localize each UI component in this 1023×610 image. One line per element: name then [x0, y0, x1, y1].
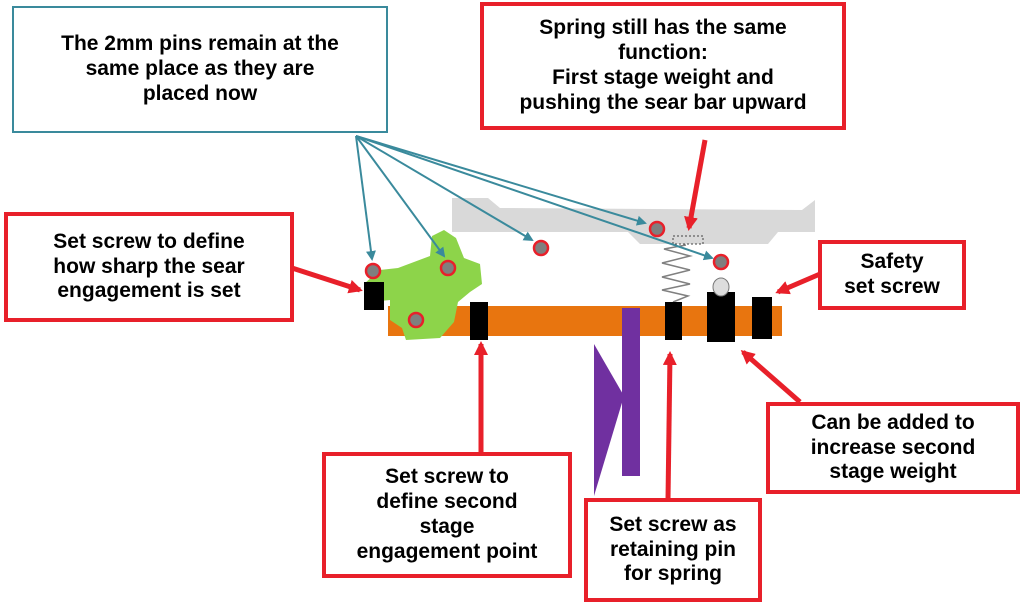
- pins-note-box: The 2mm pins remain at the same place as…: [12, 6, 388, 133]
- weight-screw: [707, 292, 735, 342]
- callout-arrows: [291, 139, 821, 501]
- sear-screw-box: Set screw to define how sharp the sear e…: [4, 212, 294, 322]
- pin-bar-right: [712, 253, 730, 271]
- sear-set-screw: [364, 282, 384, 310]
- weight-ball: [712, 277, 730, 297]
- spring: [661, 244, 693, 303]
- trigger-wedge: [594, 344, 624, 496]
- second-stage-set-screw: [470, 302, 488, 340]
- pin-bar-left: [532, 239, 550, 257]
- pin-sear-screw: [364, 262, 382, 280]
- second-stage-weight-box: Can be added to increase second stage we…: [766, 402, 1020, 494]
- pin-sear-top: [439, 259, 457, 277]
- sear-green: [365, 230, 482, 340]
- pin-bar-mid: [648, 220, 666, 238]
- sear-bar: [452, 198, 815, 244]
- spring-retaining-screw: [665, 302, 682, 340]
- spring-seat-outline: [672, 235, 704, 245]
- second-stage-point-box: Set screw to define second stage engagem…: [322, 452, 572, 578]
- pins-note-arrows: [355, 135, 714, 261]
- trigger-blade: [622, 308, 640, 476]
- spring-note-box: Spring still has the same function: Firs…: [480, 2, 846, 130]
- spring-pin-box: Set screw as retaining pin for spring: [584, 498, 762, 602]
- pin-sear-bottom: [407, 311, 425, 329]
- safety-set-screw: [752, 297, 772, 339]
- safety-screw-box: Safety set screw: [818, 240, 966, 310]
